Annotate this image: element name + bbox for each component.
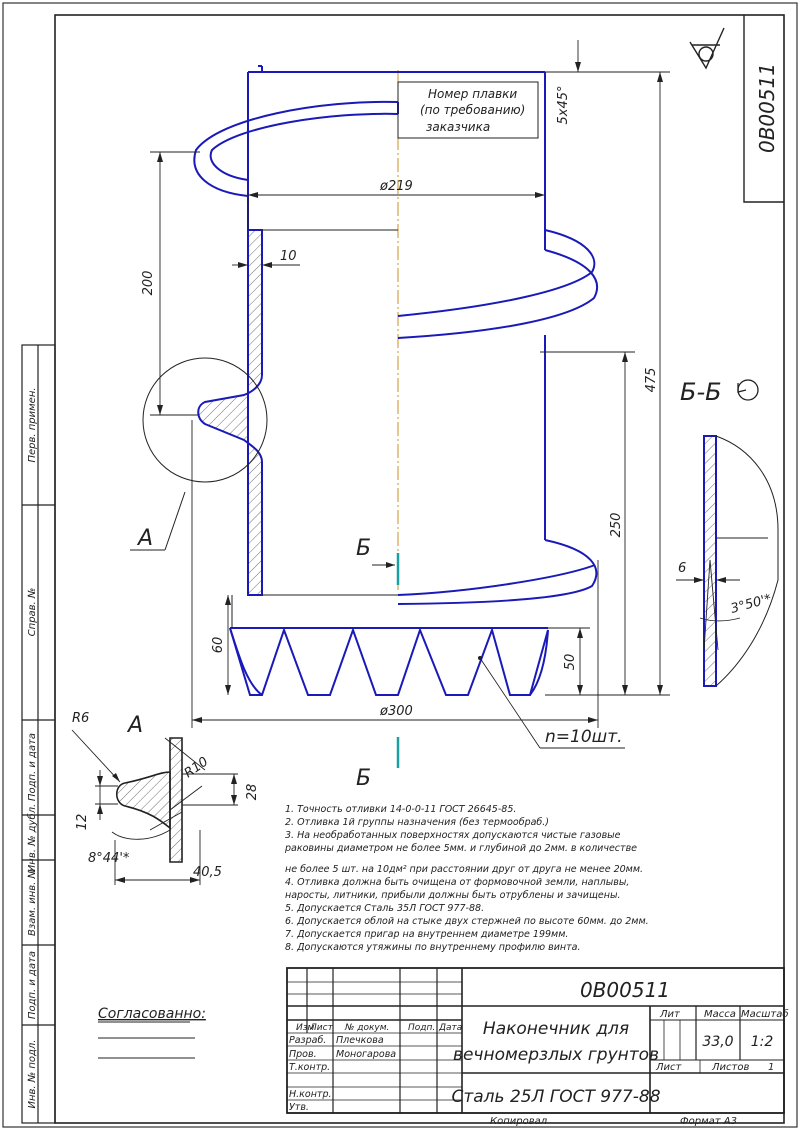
melt-note-line: Номер плавки <box>428 87 517 101</box>
col-header: Подп. <box>408 1023 435 1033</box>
side-strip-label: Инв. № подл. <box>27 1040 38 1109</box>
sheets-label: Листов <box>711 1062 749 1073</box>
col-header: Изм <box>296 1023 315 1033</box>
cut-label-top: Б <box>356 536 371 561</box>
lit-label: Лит <box>659 1009 681 1020</box>
copied-label: Копировал <box>490 1116 548 1127</box>
col-header: Лист <box>309 1023 334 1033</box>
dim-wall: 10 <box>280 249 297 264</box>
section-wall <box>197 229 398 628</box>
melt-note-box: Номер плавки (по требованию) заказчика <box>397 81 539 139</box>
detail-a: А R6 R10 28 12 8°44'* <box>71 711 260 885</box>
mass-value: 33,0 <box>702 1034 733 1050</box>
person-name: Плечкова <box>336 1035 384 1046</box>
main-view: Номер плавки (по требованию) заказчика А… <box>130 40 670 791</box>
scale-value: 1:2 <box>751 1034 774 1050</box>
side-strip-label: Перв. примен. <box>27 387 38 462</box>
role-label: Утв. <box>289 1102 309 1113</box>
dim-det-angle: 8°44'* <box>88 851 130 866</box>
side-strip-label: Справ. № <box>27 588 38 637</box>
note-line: 7. Допускается пригар на внутреннем диам… <box>285 929 568 940</box>
scale-label: Масштаб <box>741 1008 789 1020</box>
dim-475: 475 <box>644 368 659 393</box>
melt-note-line: заказчика <box>426 120 490 134</box>
note-line: наросты, литники, прибыли должны быть от… <box>285 890 620 901</box>
dim-50: 50 <box>563 654 578 671</box>
inner-frame <box>54 14 785 1124</box>
dim-det-12: 12 <box>75 814 90 831</box>
dim-det-r10: R10 <box>182 754 212 781</box>
sheets-value: 1 <box>768 1062 774 1073</box>
sheet-label: Лист <box>655 1062 683 1073</box>
teeth-count: n=10шт. <box>545 727 623 747</box>
drawing-code-rotated: 0В00511 <box>755 63 779 153</box>
side-strip-label: Инв. № дубл. <box>26 804 38 872</box>
part-title-line1: Наконечник для <box>483 1019 629 1039</box>
roughness-symbol <box>689 27 725 70</box>
title-block-text: 0В00511 Наконечник для вечномерзлых грун… <box>289 978 789 1127</box>
melt-note-line: (по требованию) <box>420 103 525 117</box>
dim-det-r6: R6 <box>72 711 89 726</box>
note-line: 1. Точность отливки 14-0-0-11 ГОСТ 26645… <box>285 804 516 815</box>
section-title: Б-Б <box>680 378 722 406</box>
material: Сталь 25Л ГОСТ 977-88 <box>451 1087 660 1107</box>
detail-title: А <box>126 713 143 738</box>
role-label: Т.контр. <box>289 1062 330 1073</box>
note-line: 2. Отливка 1й группы назначения (без тер… <box>285 817 549 828</box>
mass-label: Масса <box>704 1009 736 1020</box>
side-strip <box>21 344 56 1124</box>
dim-60: 60 <box>211 637 226 654</box>
technical-notes: 1. Точность отливки 14-0-0-11 ГОСТ 26645… <box>284 804 649 953</box>
detail-ref-label: А <box>136 526 153 551</box>
format-label: Формат А3 <box>680 1116 737 1127</box>
cut-label-bottom: Б <box>356 766 371 791</box>
dim-dia-300: ø300 <box>379 704 413 719</box>
col-header: Дата <box>438 1023 462 1033</box>
role-label: Н.контр. <box>289 1089 332 1100</box>
note-line: 3. На необработанных поверхностях допуск… <box>285 830 621 841</box>
rotation-icon <box>737 379 759 401</box>
note-line: 8. Допускаются утяжины по внутреннему пр… <box>285 942 581 953</box>
drawing-code: 0В00511 <box>580 978 670 1002</box>
dim-sec-6: 6 <box>678 561 686 576</box>
dim-det-28: 28 <box>245 784 260 801</box>
dimension-lines <box>150 40 670 749</box>
approved-label: Согласованно: <box>98 1006 206 1022</box>
person-name: Моногарова <box>336 1049 396 1060</box>
note-line: 4. Отливка должна быть очищена от формов… <box>285 877 629 888</box>
side-strip-label: Подп. и дата <box>27 951 38 1019</box>
col-header: № докум. <box>344 1023 389 1033</box>
side-strip-label: Подп. и дата <box>27 733 38 801</box>
dim-dia-219: ø219 <box>379 179 413 194</box>
detail-circle <box>142 357 268 483</box>
code-box: 0В00511 <box>743 15 784 203</box>
dim-chamfer: 5x45° <box>556 85 571 124</box>
section-bb: Б-Б 6 3°50'* <box>676 378 779 687</box>
part-title-line2: вечномерзлых грунтов <box>453 1045 659 1065</box>
note-line: 6. Допускается облой на стыке двух стерж… <box>285 916 649 927</box>
approval-block: Согласованно: <box>98 1006 206 1059</box>
role-label: Разраб. <box>289 1035 326 1046</box>
role-label: Пров. <box>289 1049 317 1060</box>
dim-200: 200 <box>141 271 156 296</box>
title-block <box>286 967 785 1114</box>
note-line: не более 5 шт. на 10дм² при расстоянии д… <box>285 864 643 875</box>
dim-det-405: 40,5 <box>193 865 222 880</box>
side-strip-label: Взам. инв. № <box>27 868 38 936</box>
note-line: 5. Допускается Сталь 35Л ГОСТ 977-88. <box>285 903 484 914</box>
dimension-arrows <box>157 62 663 723</box>
note-line: раковины диаметром не более 5мм. и глуби… <box>284 843 637 854</box>
dim-250: 250 <box>609 513 624 538</box>
